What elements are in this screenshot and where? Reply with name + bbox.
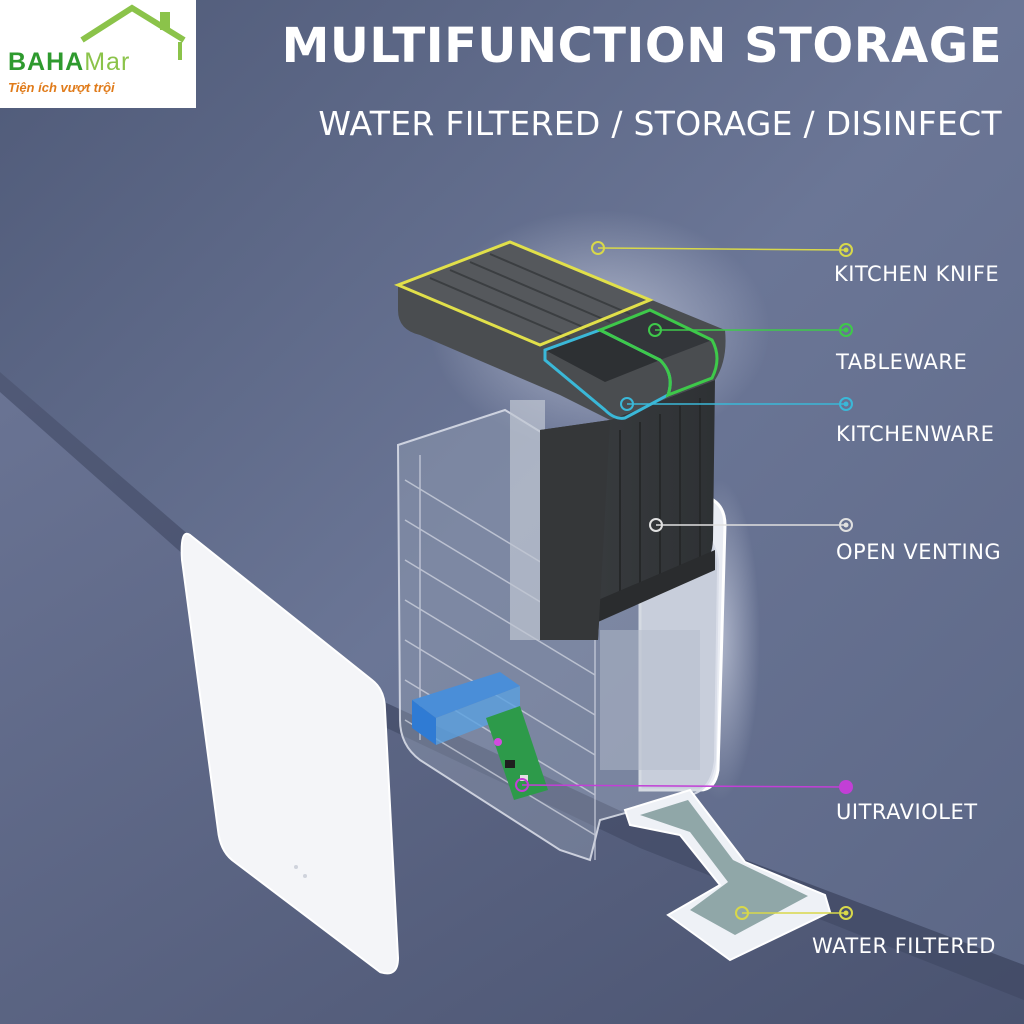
house-roof-icon	[80, 4, 186, 60]
callout-label-tableware: TABLEWARE	[836, 350, 968, 374]
white-panel	[180, 532, 400, 975]
callout-label-ultraviolet: UITRAVIOLET	[836, 800, 978, 824]
callout-label-water-filtered: WATER FILTERED	[812, 934, 996, 958]
dark-storage-box	[398, 242, 726, 640]
callout-label-open-venting: OPEN VENTING	[836, 540, 1002, 564]
uv-circuit-board	[486, 706, 548, 800]
callout-lines	[521, 247, 847, 914]
brand-name-main: BAHA	[8, 48, 85, 76]
page-title: MULTIFUNCTION STORAGE	[281, 18, 1002, 74]
brand-logo: BAHAMar Tiện ích vượt trội	[0, 0, 196, 108]
callout-label-kitchen-knife: KITCHEN KNIFE	[834, 262, 1000, 286]
callout-label-kitchenware: KITCHENWARE	[836, 422, 995, 446]
water-reservoir	[412, 672, 520, 718]
brand-name: BAHAMar	[8, 48, 130, 77]
brand-slogan: Tiện ích vượt trội	[8, 80, 115, 95]
callout-markers	[515, 241, 853, 920]
page-subtitle: WATER FILTERED / STORAGE / DISINFECT	[318, 104, 1002, 143]
water-filter-tray	[623, 788, 832, 962]
brand-name-secondary: Mar	[84, 48, 131, 76]
